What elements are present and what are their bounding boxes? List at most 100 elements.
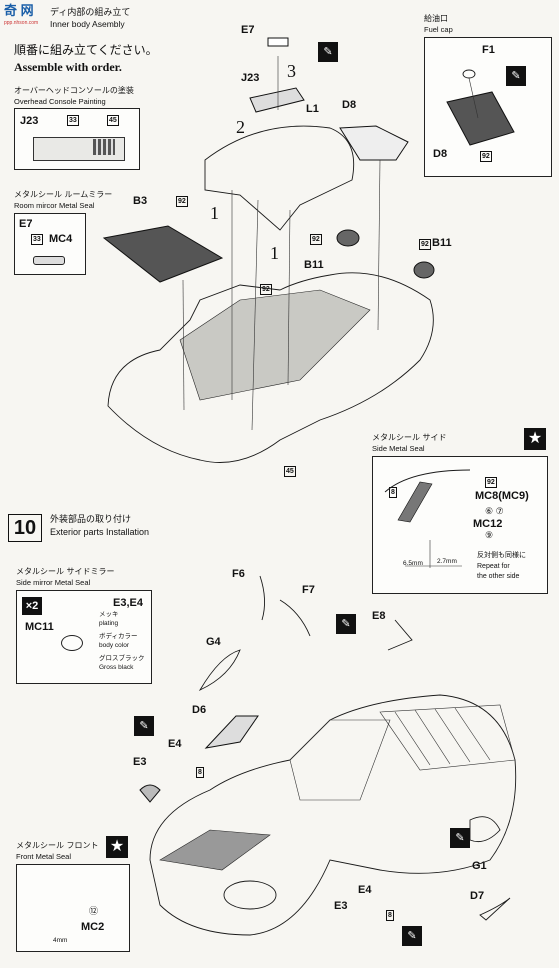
qty-badge: ×2: [22, 597, 42, 615]
color-92-a: 92: [176, 196, 188, 207]
label-b11-a: B11: [304, 259, 324, 271]
engine-louvres: [379, 704, 516, 771]
fuel-cap-drawing: [446, 69, 515, 146]
step-10-title-en: Exterior parts Installation: [50, 527, 150, 537]
mirror-drawing: [33, 256, 65, 265]
body-color-jp: ボディカラー: [99, 632, 138, 640]
front-grille: [159, 829, 271, 871]
overhead-part: J23: [20, 115, 39, 127]
side-color-92: 92: [485, 477, 497, 488]
j23-part: [249, 87, 305, 113]
side-seal-title-jp: メタルシール サイド: [372, 433, 447, 442]
car-body: [149, 694, 517, 936]
cement-icon: ✎: [134, 716, 154, 736]
e3-part: [139, 784, 161, 803]
inner-body-shell: [107, 272, 434, 463]
label-e3-a: E3: [133, 756, 147, 768]
side-mirror-title-jp: メタルシール サイドミラー: [16, 567, 115, 576]
gloss-jp: グロスブラック: [99, 654, 145, 662]
color-45: 45: [284, 466, 296, 477]
room-mirror-box: E7 33 MC4: [14, 213, 86, 275]
d6-part: [204, 715, 259, 749]
label-d8: D8: [342, 99, 357, 111]
floor-pan: [179, 289, 371, 401]
l1-roof: [204, 125, 355, 231]
f7-part: [279, 599, 311, 637]
fuel-title-jp: 給油口: [424, 14, 448, 23]
overhead-title-en: Overhead Console Painting: [14, 97, 106, 106]
side-mirror-title-en: Side mirror Metal Seal: [16, 578, 91, 587]
front-wheel-arch: [223, 880, 277, 910]
cement-icon: ✎: [402, 926, 422, 946]
color-92-b: 92: [310, 234, 322, 245]
step-title-jp: ディ内部の組み立て: [50, 8, 131, 18]
color-33: 33: [67, 115, 79, 126]
color-45: 45: [107, 115, 119, 126]
side-seal-9: ⑨: [485, 530, 494, 540]
mirror-color: 33: [31, 234, 43, 245]
side-seal-mc12: MC12: [473, 518, 503, 530]
mirror-part: E7: [19, 218, 33, 230]
e8-part: [387, 619, 413, 651]
cement-icon: ✎: [506, 66, 526, 86]
overhead-title-jp: オーバーヘッドコンソールの塗装: [14, 86, 134, 95]
d7-part: [479, 897, 511, 921]
star-icon: ★: [524, 428, 546, 450]
fuel-cap-box: F1 D8 92: [424, 37, 552, 177]
site-logo-sub: ppp.nhson.com: [4, 20, 39, 26]
cement-icon: ✎: [318, 42, 338, 62]
color-92-d: 92: [260, 284, 272, 295]
front-seal-mc2: MC2: [81, 921, 105, 933]
fuel-part-f1: F1: [482, 44, 495, 56]
gloss-en: Gross black: [99, 664, 134, 671]
logo: 奇 网: [4, 3, 34, 18]
step-num-2: 2: [236, 117, 245, 137]
color-92-c: 92: [419, 239, 431, 250]
g4-part: [198, 649, 241, 692]
label-b3: B3: [133, 195, 148, 207]
front-seal-title-en: Front Metal Seal: [16, 852, 72, 861]
label-f6: F6: [232, 568, 245, 580]
side-dim-1: 6.5mm: [403, 560, 423, 567]
label-d7: D7: [470, 890, 485, 902]
d8-part: [339, 125, 409, 161]
label-d6: D6: [192, 704, 207, 716]
front-seal-box: ⑫ MC2 4mm: [16, 864, 130, 952]
louvre-lines: [394, 707, 491, 766]
cement-icon: ✎: [336, 614, 356, 634]
instruction-jp: 順番に組み立てください。: [14, 43, 158, 57]
mirror-title-jp: メタルシール ルームミラー: [14, 190, 113, 199]
side-seal-67: ⑥ ⑦: [485, 506, 504, 516]
side-seal-box: 8 92 MC8(MC9) ⑥ ⑦ MC12 ⑨ 6.5mm 2.7mm 反対側…: [372, 456, 548, 594]
label-e4-a: E4: [168, 738, 182, 750]
fuel-color: 92: [480, 151, 492, 162]
label-g4: G4: [206, 636, 221, 648]
b11-part-a: [336, 229, 360, 247]
side-seal-title-en: Side Metal Seal: [372, 444, 425, 453]
front-seal-title-jp: メタルシール フロント: [16, 841, 99, 850]
mirror-title-en: Room mircor Metal Seal: [14, 201, 95, 210]
side-seal-mc8: MC8(MC9): [475, 490, 529, 502]
side-note-en2: the other side: [477, 573, 520, 580]
mirror-seal-drawing: [61, 635, 83, 651]
step-num-1a: 1: [210, 203, 219, 223]
plating-jp: メッキ: [99, 610, 119, 618]
side-mirror-box: ×2 MC11 E3,E4 メッキ plating ボディカラー body co…: [16, 590, 152, 684]
side-dim-2: 2.7mm: [437, 558, 457, 565]
color-8-a: 8: [196, 767, 204, 778]
side-note-jp: 反対側も同様に: [477, 551, 526, 559]
b3-part: [102, 225, 224, 283]
step-num-1b: 1: [270, 243, 279, 263]
e7-part: [267, 37, 289, 47]
step-title-en: Inner body Asembly: [50, 19, 125, 29]
plating-en: plating: [99, 620, 119, 627]
windshield: [289, 719, 391, 801]
mirror-seal: MC4: [49, 233, 73, 245]
label-f7: F7: [302, 584, 315, 596]
fuel-title-en: Fuel cap: [424, 25, 453, 34]
fuel-part-d8: D8: [433, 148, 448, 160]
label-e8: E8: [372, 610, 386, 622]
step-10-number: 10: [8, 514, 42, 542]
side-note-en1: Repeat for: [477, 563, 510, 570]
